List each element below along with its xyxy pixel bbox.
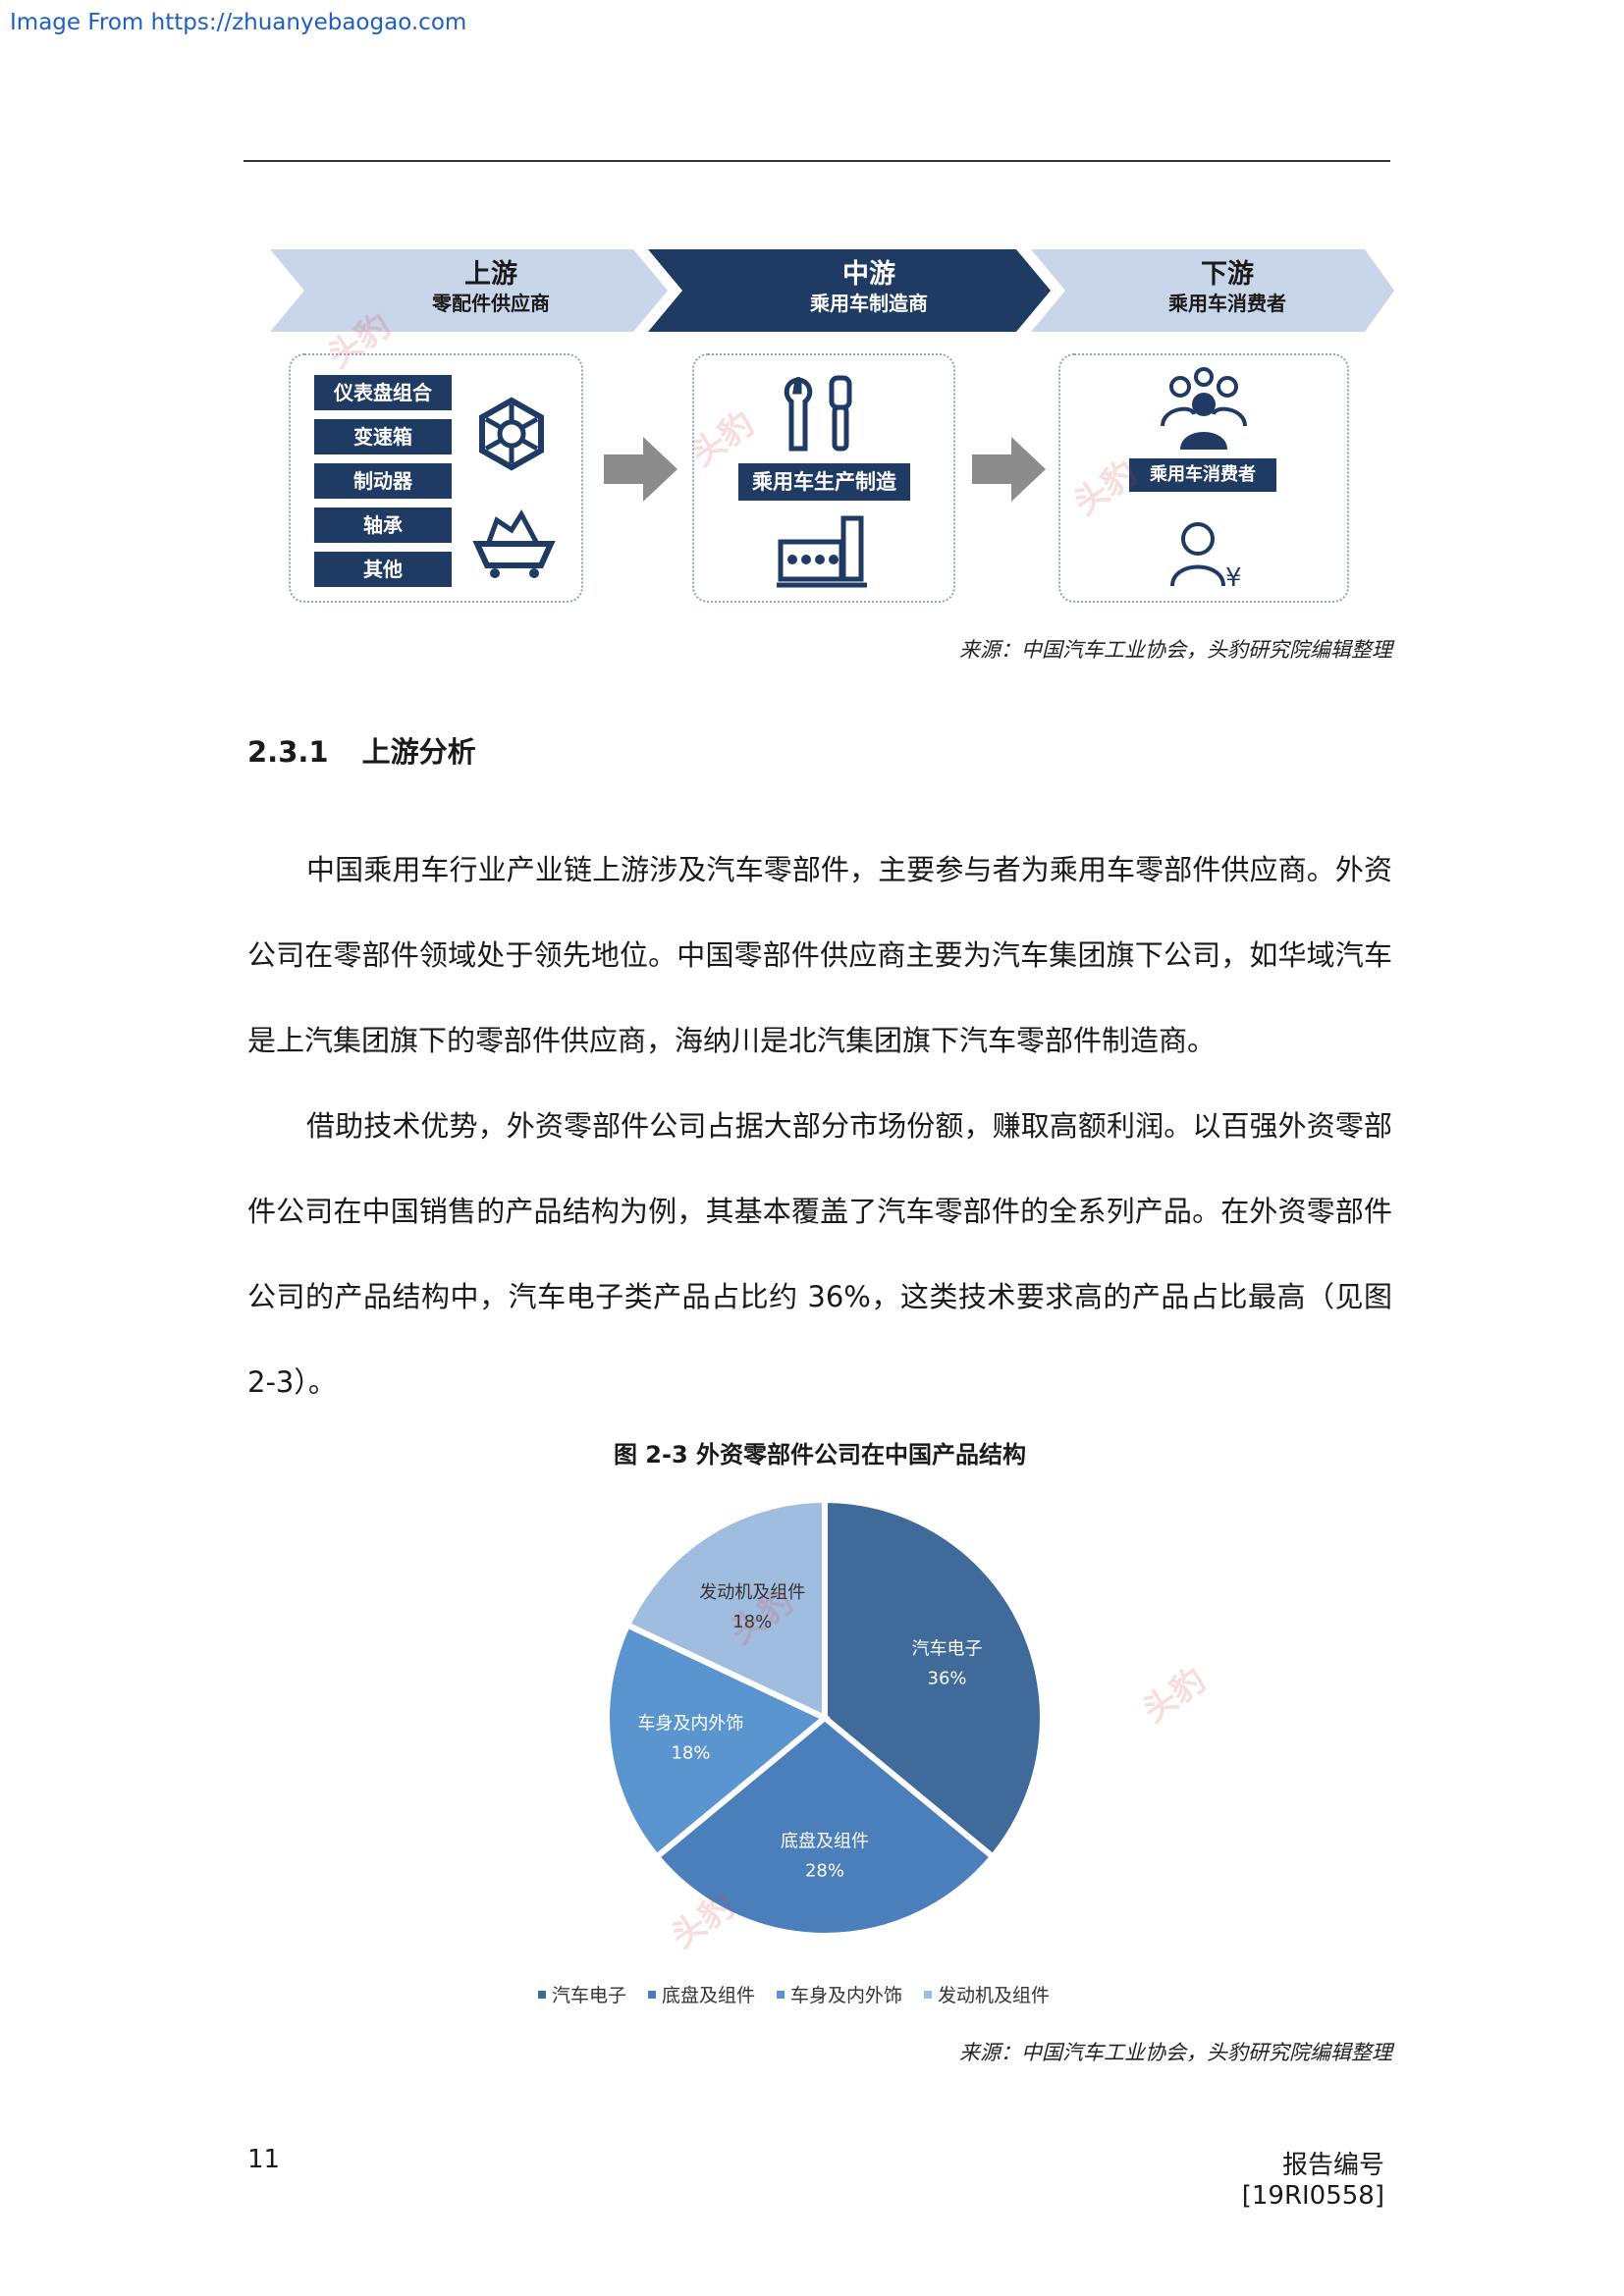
consumer-yuan-icon: ¥ (1170, 522, 1242, 591)
part-label: 其他 (314, 552, 452, 587)
slice-category-label: 底盘及组件 (781, 1832, 869, 1852)
diagram-source: 来源：中国汽车工业协会，头豹研究院编辑整理 (959, 638, 1392, 662)
slice-value-label: 18% (732, 1612, 772, 1632)
section-heading: 2.3.1 上游分析 (247, 729, 476, 771)
slice-category-label: 发动机及组件 (699, 1582, 805, 1603)
paragraph: 借助技术优势，外资零部件公司占据大部分市场份额，赚取高额利润。以百强外资零部件公… (247, 1109, 1392, 1399)
page-number: 11 (247, 2145, 281, 2174)
midstream-label: 乘用车生产制造 (738, 463, 910, 501)
gear-wheel-icon (479, 397, 544, 471)
slice-value-label: 28% (805, 1861, 844, 1882)
midstream-title-block: 中游 乘用车制造商 (722, 259, 1016, 316)
arrow-right-icon (972, 437, 1046, 502)
pie-chart: 汽车电子 36% 底盘及组件 28% 车身及内外饰 18% 发动机及组件 18% (589, 1487, 1100, 1958)
slice-category-label: 车身及内外饰 (637, 1713, 743, 1734)
arrow-right-icon (604, 437, 677, 502)
slice-value-label: 36% (928, 1668, 967, 1688)
part-label: 制动器 (314, 463, 452, 499)
part-label: 变速箱 (314, 419, 452, 454)
chain-chevrons (270, 249, 1394, 332)
legend-item: 发动机及组件 (924, 1981, 1050, 2007)
slice-value-label: 18% (671, 1742, 710, 1763)
source-link[interactable]: Image From https://zhuanyebaogao.com (10, 10, 467, 35)
legend-swatch (924, 1990, 933, 1999)
midstream-box: 乘用车生产制造 (692, 353, 955, 603)
legend-item: 汽车电子 (538, 1981, 626, 2007)
downstream-label: 乘用车消费者 (1129, 458, 1276, 492)
upstream-subtitle: 零配件供应商 (432, 292, 550, 315)
pie-slice (604, 1621, 831, 1861)
legend-item: 底盘及组件 (648, 1981, 755, 2007)
part-label: 轴承 (314, 507, 452, 543)
upstream-title-block: 上游 零配件供应商 (344, 259, 638, 316)
legend-label: 底盘及组件 (662, 1985, 756, 2006)
downstream-chevron (1031, 249, 1394, 332)
paragraph: 中国乘用车行业产业链上游涉及汽车零部件，主要参与者为乘用车零部件供应商。外资公司… (247, 853, 1392, 1057)
upstream-chevron (270, 249, 668, 332)
section-title: 上游分析 (361, 735, 476, 769)
legend-label: 车身及内外饰 (790, 1985, 903, 2006)
header-rule (244, 160, 1390, 162)
legend-item: 车身及内外饰 (777, 1981, 902, 2007)
midstream-chevron (648, 249, 1051, 332)
section-number: 2.3.1 (247, 735, 329, 769)
chart-legend: 汽车电子 底盘及组件 车身及内外饰 发动机及组件 (538, 1981, 1127, 2007)
body-text: 中国乘用车行业产业链上游涉及汽车零部件，主要参与者为乘用车零部件供应商。外资公司… (247, 828, 1392, 1425)
factory-machine-icon (777, 515, 867, 588)
legend-swatch (777, 1990, 785, 1999)
legend-swatch (648, 1990, 657, 1999)
watermark: 头豹 (1135, 1660, 1214, 1732)
midstream-subtitle: 乘用车制造商 (810, 292, 928, 315)
slice-category-label: 汽车电子 (912, 1638, 983, 1659)
downstream-title: 下游 (1201, 259, 1254, 290)
legend-label: 汽车电子 (552, 1985, 627, 2006)
midstream-title: 中游 (842, 259, 895, 290)
downstream-subtitle: 乘用车消费者 (1168, 292, 1286, 315)
wrench-screwdriver-icon (784, 375, 852, 452)
figure-source: 来源：中国汽车工业协会，头豹研究院编辑整理 (959, 2041, 1392, 2064)
downstream-title-block: 下游 乘用车消费者 (1080, 259, 1375, 316)
legend-label: 发动机及组件 (938, 1985, 1051, 2006)
upstream-box: 仪表盘组合 变速箱 制动器 轴承 其他 (289, 353, 583, 603)
pie-slice (623, 1496, 828, 1723)
cart-icon (472, 509, 556, 578)
report-id: 报告编号[19RI0558] (1241, 2151, 1384, 2211)
pie-slice (652, 1714, 998, 1939)
svg-text:¥: ¥ (1225, 563, 1242, 591)
pie-slice (822, 1496, 1046, 1861)
figure-title: 图 2-3 外资零部件公司在中国产品结构 (613, 1441, 1027, 1468)
upstream-title: 上游 (464, 259, 517, 290)
people-group-icon (1161, 367, 1247, 450)
downstream-box: 乘用车消费者 ¥ (1058, 353, 1349, 603)
legend-swatch (538, 1990, 546, 1999)
pie-svg: 汽车电子 36% 底盘及组件 28% 车身及内外饰 18% 发动机及组件 18% (604, 1496, 1046, 1939)
part-label: 仪表盘组合 (314, 375, 452, 410)
industry-chain-diagram: 上游 零配件供应商 中游 乘用车制造商 下游 乘用车消费者 仪表盘组合 变速箱 … (265, 243, 1394, 612)
